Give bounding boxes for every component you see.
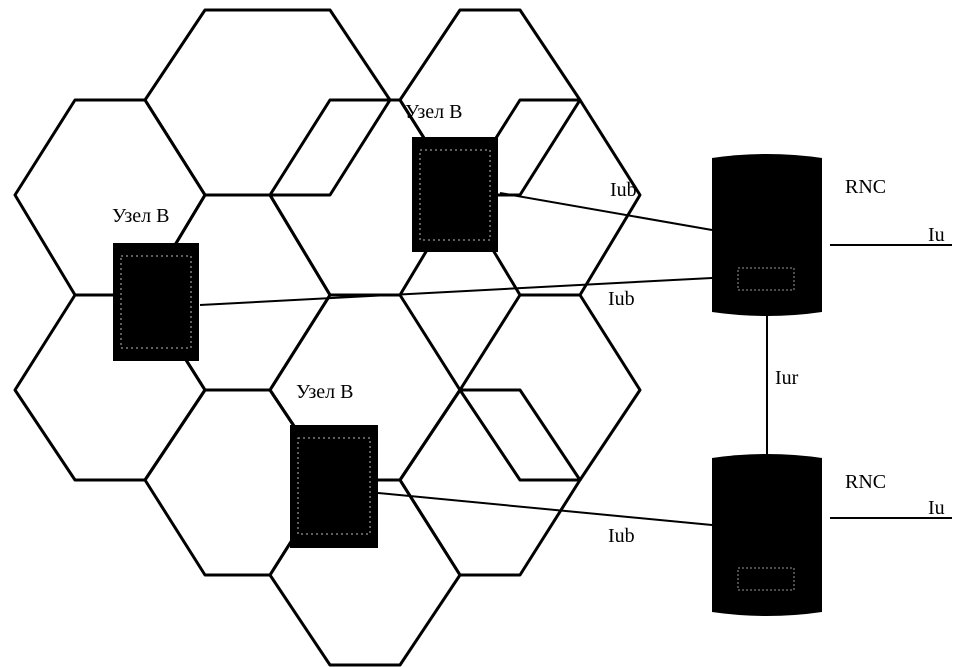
rnc-cabinet (712, 154, 822, 316)
iur-label: Iur (775, 367, 799, 389)
rnc-top: RNC Iu (712, 154, 945, 316)
rnc-label: RNC (845, 176, 886, 198)
node-b-cabinet (113, 243, 199, 361)
node-b-left: Узел В (112, 205, 199, 361)
node-b-cabinet (290, 425, 378, 548)
iub-link-middle (199, 277, 713, 306)
hex-cell (458, 293, 642, 482)
hex-cell (143, 8, 392, 197)
hex-cell-grid (13, 8, 642, 667)
node-b-panel (120, 255, 192, 349)
rnc-vent (737, 567, 795, 591)
node-b-label: Узел В (405, 101, 463, 123)
iu-label: Iu (928, 497, 945, 519)
node-b-label: Узел В (112, 205, 170, 227)
iub-link-top (499, 192, 713, 231)
rnc-bottom: RNC Iu (712, 454, 945, 616)
iub-label-bottom: Iub (608, 525, 635, 547)
rnc-label: RNC (845, 471, 886, 493)
iu-label: Iu (928, 224, 945, 246)
iub-label-middle: Iub (608, 288, 635, 310)
node-b-panel (297, 437, 371, 535)
node-b-cabinet (412, 137, 498, 252)
node-b-label: Узел В (296, 381, 354, 403)
node-b-panel (419, 149, 491, 241)
rnc-vent (737, 267, 795, 291)
rnc-cabinet (712, 454, 822, 616)
iub-link-bottom (377, 492, 713, 526)
node-b-bottom: Узел В (290, 381, 378, 548)
hex-cell (398, 388, 582, 577)
link-lines (199, 192, 952, 526)
node-b-top: Узел В (405, 101, 498, 252)
iub-label-top: Iub (610, 179, 637, 201)
